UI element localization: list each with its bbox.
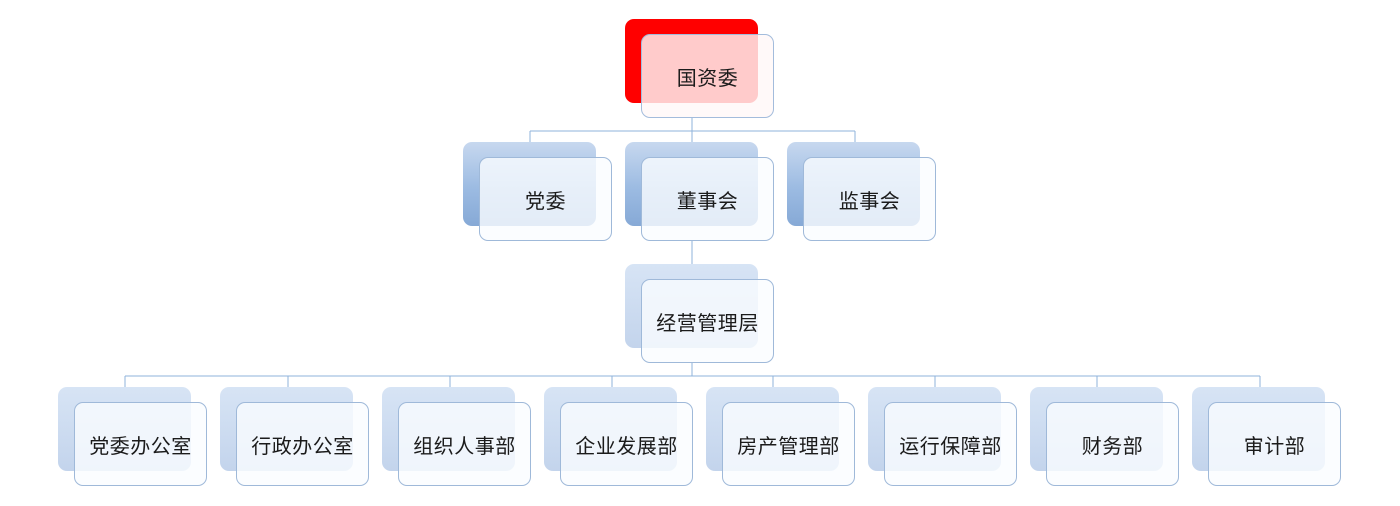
department-label: 运行保障部: [899, 433, 1002, 458]
department-node-operations[interactable]: 运行保障部: [884, 402, 1017, 486]
department-label: 组织人事部: [413, 433, 516, 458]
department-label: 审计部: [1243, 433, 1306, 458]
department-label: 财务部: [1081, 433, 1144, 458]
supervisory-board-label: 监事会: [838, 188, 901, 213]
department-node-hr[interactable]: 组织人事部: [398, 402, 531, 486]
department-node-finance[interactable]: 财务部: [1046, 402, 1179, 486]
department-node-property[interactable]: 房产管理部: [722, 402, 855, 486]
department-label: 行政办公室: [251, 433, 354, 458]
root-node[interactable]: 国资委: [641, 34, 774, 118]
party-committee-label: 党委: [525, 188, 566, 213]
department-node-admin-office[interactable]: 行政办公室: [236, 402, 369, 486]
management-label: 经营管理层: [656, 310, 759, 335]
management-node[interactable]: 经营管理层: [641, 279, 774, 363]
department-label: 党委办公室: [89, 433, 192, 458]
board-node[interactable]: 董事会: [641, 157, 774, 241]
department-node-audit[interactable]: 审计部: [1208, 402, 1341, 486]
party-committee-node[interactable]: 党委: [479, 157, 612, 241]
board-label: 董事会: [676, 188, 739, 213]
department-node-party-office[interactable]: 党委办公室: [74, 402, 207, 486]
supervisory-board-node[interactable]: 监事会: [803, 157, 936, 241]
root-node-label: 国资委: [676, 65, 739, 90]
department-label: 企业发展部: [575, 433, 678, 458]
department-node-development[interactable]: 企业发展部: [560, 402, 693, 486]
department-label: 房产管理部: [737, 433, 840, 458]
